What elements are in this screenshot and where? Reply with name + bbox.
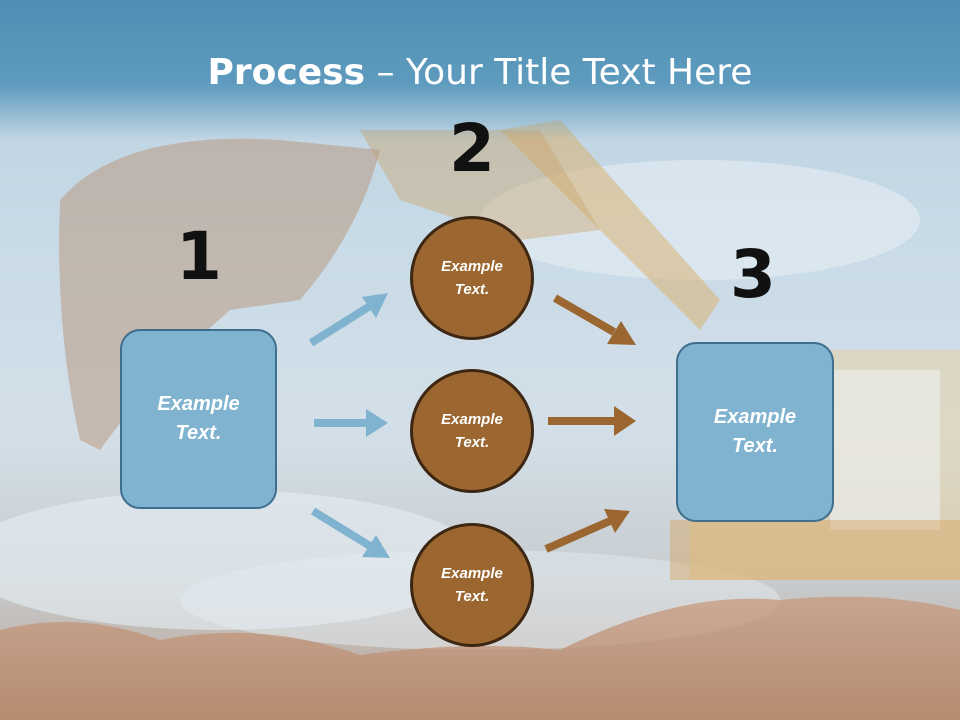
step-number-2: 2 (449, 110, 495, 187)
blue-arrow-up (308, 293, 388, 347)
brown-arrow-up (544, 509, 630, 553)
brown-arrow-down (553, 294, 636, 345)
step-3-box: Example Text. (676, 342, 834, 522)
title-rest: – Your Title Text Here (365, 52, 753, 93)
step-1-text: Example Text. (157, 393, 240, 444)
title-bold: Process (207, 52, 366, 93)
step-2-circle-bottom: Example Text. (410, 523, 534, 647)
circle-middle-text: Example Text. (441, 411, 503, 451)
slide-title: Process – Your Title Text Here (0, 52, 960, 93)
circle-bottom-text: Example Text. (441, 565, 503, 605)
circle-top-text: Example Text. (441, 258, 503, 298)
title-bar (0, 0, 960, 140)
blue-arrow-middle (314, 409, 388, 437)
step-2-circle-middle: Example Text. (410, 369, 534, 493)
step-number-3: 3 (730, 236, 776, 313)
step-3-text: Example Text. (713, 406, 797, 457)
step-2-circle-top: Example Text. (410, 216, 534, 340)
step-1-box: Example Text. (120, 329, 277, 509)
brown-arrow-middle (548, 406, 636, 436)
step-number-1: 1 (176, 218, 222, 295)
blue-arrow-down (310, 507, 390, 558)
